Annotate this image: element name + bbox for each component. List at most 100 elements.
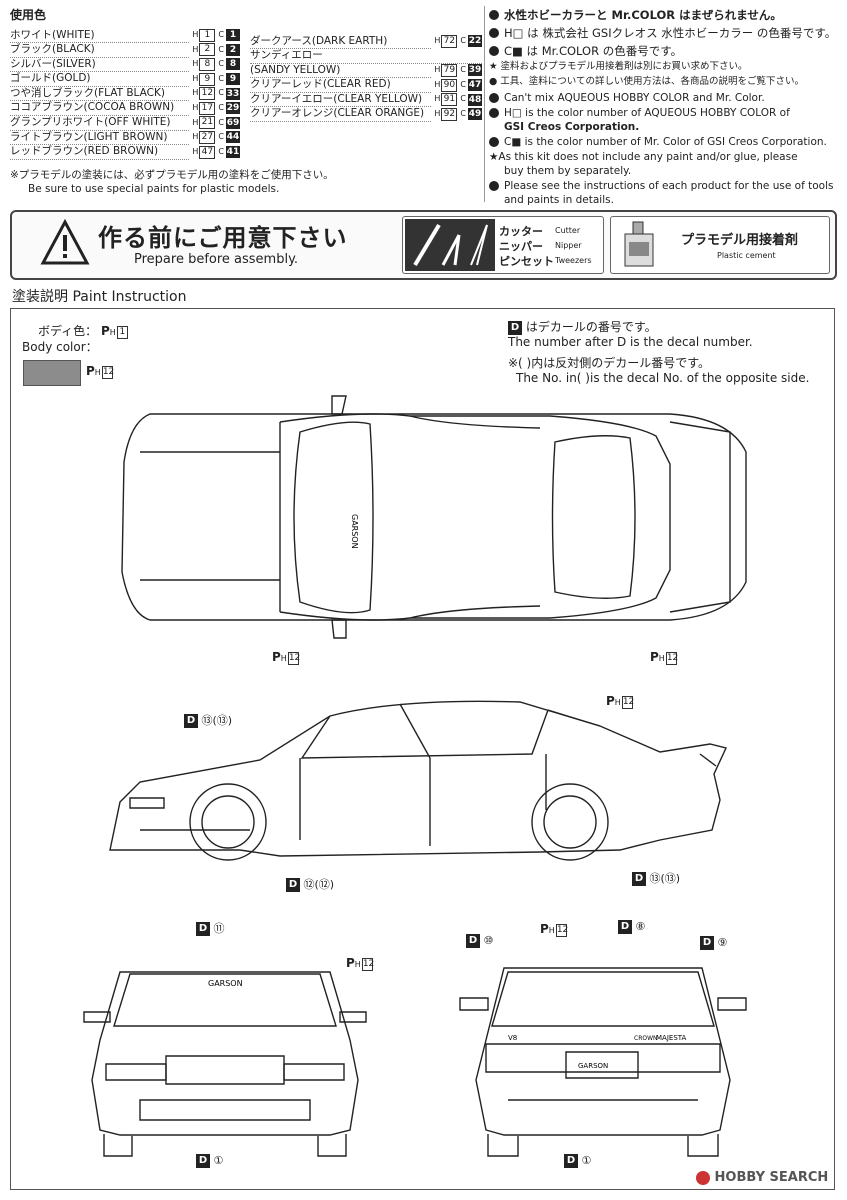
tool-nipper-en: Nipper bbox=[555, 241, 582, 250]
tool-nipper-jp: ニッパー bbox=[499, 239, 543, 253]
c-letter: C bbox=[218, 102, 224, 112]
swatch-code: 12 bbox=[101, 365, 115, 379]
decal-d-badge: D bbox=[508, 320, 522, 335]
c-color-code: 49 bbox=[468, 108, 482, 121]
tool-cutter-en: Cutter bbox=[555, 226, 581, 235]
c-color-code: 47 bbox=[468, 79, 482, 92]
colors-used-title: 使用色 bbox=[10, 8, 47, 22]
rear-d-bottom-num: ① bbox=[581, 1154, 592, 1167]
color-name: ライトブラウン(LIGHT BROWN) bbox=[10, 130, 190, 146]
h-color-code: 12 bbox=[199, 87, 216, 101]
c-color-code: 9 bbox=[226, 73, 240, 86]
top-right-ph-code: 12 bbox=[665, 651, 679, 665]
notice-jp4: ★ 塗料およびプラモデル用接着剤は別にお買い求め下さい。 bbox=[489, 61, 748, 72]
color-name: ホワイト(WHITE) bbox=[10, 28, 190, 44]
notice-en1: Can't mix AQUEOUS HOBBY COLOR and Mr. Co… bbox=[504, 92, 765, 105]
h-letter: H bbox=[434, 79, 441, 89]
h-letter: H bbox=[434, 108, 441, 118]
h-letter: H bbox=[434, 65, 441, 75]
bullet-dot-icon bbox=[489, 28, 499, 38]
h-letter: H bbox=[192, 88, 199, 98]
side-d-rear-badge: D bbox=[632, 872, 646, 886]
c-letter: C bbox=[218, 117, 224, 127]
c-letter: C bbox=[460, 36, 466, 45]
decal-note-jp: はデカールの番号です。 bbox=[525, 320, 657, 334]
h-color-code: 27 bbox=[199, 130, 216, 144]
rear-d-9-num: ⑨ bbox=[717, 936, 728, 949]
notice-jp5: ● 工具、塗料についての詳しい使用方法は、各商品の説明をご覧下さい。 bbox=[489, 75, 805, 87]
notice-en4b: buy them by separately. bbox=[504, 165, 632, 178]
side-d-front-badge: D bbox=[184, 714, 198, 728]
c-letter: C bbox=[218, 59, 224, 69]
bullet-dot-icon bbox=[489, 136, 499, 147]
h-color-code: 1 bbox=[199, 28, 216, 42]
c-color-code: 2 bbox=[226, 43, 240, 56]
v8-text: V8 bbox=[508, 1034, 517, 1042]
garson-front-text: GARSON bbox=[208, 979, 243, 988]
car-rear-view: V8 CROWN MAJESTA GARSON bbox=[459, 967, 747, 1157]
h-letter: H bbox=[192, 132, 199, 142]
color-name: ダークアース(DARK EARTH) bbox=[250, 34, 432, 50]
car-top-view: GARSON bbox=[121, 395, 747, 639]
front-d-bottom-num: ① bbox=[213, 1154, 224, 1167]
h-color-code: 9 bbox=[199, 72, 216, 86]
notice-en3: C■ is the color number of Mr. Color of G… bbox=[504, 135, 827, 148]
bullet-dot-icon bbox=[489, 180, 499, 191]
h-color-code: 90 bbox=[441, 78, 458, 92]
color-name: サンディエロー bbox=[250, 48, 482, 64]
c-letter: C bbox=[218, 73, 224, 83]
h-color-code: 91 bbox=[441, 93, 458, 107]
h-color-code: 72 bbox=[441, 34, 458, 48]
h-letter: H bbox=[192, 117, 199, 127]
rear-d-10-badge: D bbox=[466, 934, 480, 948]
c-letter: C bbox=[460, 108, 466, 118]
watermark-text: HOBBY SEARCH bbox=[714, 1170, 829, 1185]
cement-en: Plastic cement bbox=[717, 251, 776, 260]
c-letter: C bbox=[218, 146, 224, 156]
notices-panel: 水性ホビーカラーと Mr.COLOR はまぜられません。 H□ は 株式会社 G… bbox=[484, 6, 839, 206]
rear-d-10-num: ⑩ bbox=[483, 934, 494, 947]
c-color-code: 22 bbox=[468, 35, 482, 48]
color-name: クリアーレッド(CLEAR RED) bbox=[250, 77, 432, 93]
side-d-sill-num: ⑫(⑫) bbox=[303, 878, 335, 891]
c-letter: C bbox=[460, 94, 466, 104]
paint-section-title: 塗装説明 Paint Instruction bbox=[12, 289, 187, 305]
c-color-code: 39 bbox=[468, 64, 482, 77]
tool-tweezers-jp: ピンセット bbox=[499, 254, 554, 268]
color-name: クリアーイエロー(CLEAR YELLOW) bbox=[250, 92, 432, 108]
rear-d-8-num: ⑧ bbox=[635, 920, 646, 933]
side-d-sill-badge: D bbox=[286, 878, 300, 892]
bullet-dot-icon bbox=[489, 10, 499, 20]
c-color-code: 1 bbox=[226, 29, 240, 42]
notice-en4: ★As this kit does not include any paint … bbox=[489, 150, 798, 163]
tools-icon bbox=[405, 219, 495, 271]
color-name: グランプリホワイト(OFF WHITE) bbox=[10, 115, 190, 131]
opp-note-jp: ※( )内は反対側のデカール番号です。 bbox=[508, 356, 711, 370]
h-color-code: 2 bbox=[199, 43, 216, 57]
h-letter: H bbox=[434, 94, 441, 104]
c-letter: C bbox=[218, 44, 224, 54]
c-color-code: 48 bbox=[468, 93, 482, 106]
h-letter: H bbox=[192, 102, 199, 112]
paint-note-en: Be sure to use special paints for plasti… bbox=[28, 183, 280, 195]
c-letter: C bbox=[460, 79, 466, 89]
rear-d-bottom-badge: D bbox=[564, 1154, 578, 1168]
tool-cutter-jp: カッター bbox=[499, 224, 543, 238]
c-letter: C bbox=[218, 88, 224, 98]
rear-d-8-badge: D bbox=[618, 920, 632, 934]
body-color-en: Body color： bbox=[22, 340, 98, 354]
bullet-dot-icon bbox=[489, 46, 499, 56]
decal-note-en: The number after D is the decal number. bbox=[508, 335, 753, 349]
notice-en5b: and paints in details. bbox=[504, 194, 614, 207]
color-name: つや消しブラック(FLAT BLACK) bbox=[10, 86, 190, 102]
